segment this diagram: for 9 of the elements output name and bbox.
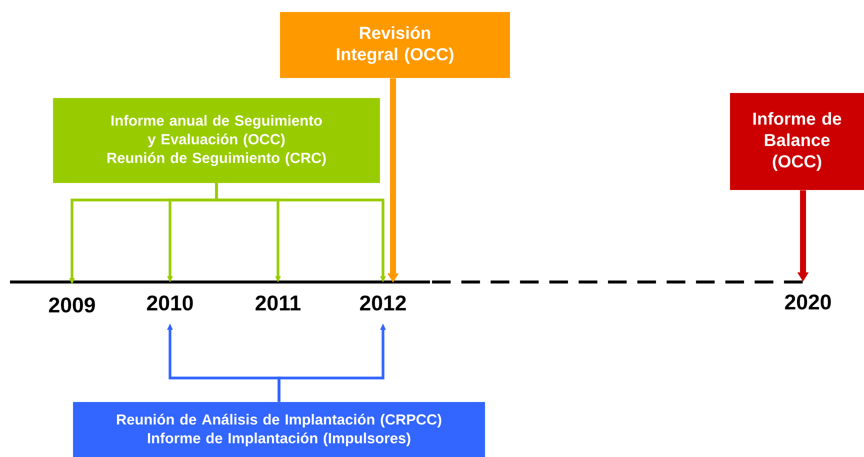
- label-box: Revisión Integral (OCC): [280, 12, 510, 78]
- year-label: 2011: [256, 295, 301, 311]
- year-label: 2010: [147, 295, 193, 311]
- label-box: Informe anual de Seguimiento y Evaluación (OCC) Reunión de Seguimiento (CRC): [53, 98, 380, 184]
- year-label: 2012: [360, 295, 406, 311]
- year-label: 2020: [785, 294, 831, 310]
- year-label: 2009: [49, 297, 95, 313]
- label-box: Reunión de Análisis de Implantación (CRPCC) Informe de Implantación (Impulsores): [73, 402, 485, 457]
- label-box: Informe de Balance (OCC): [730, 92, 864, 190]
